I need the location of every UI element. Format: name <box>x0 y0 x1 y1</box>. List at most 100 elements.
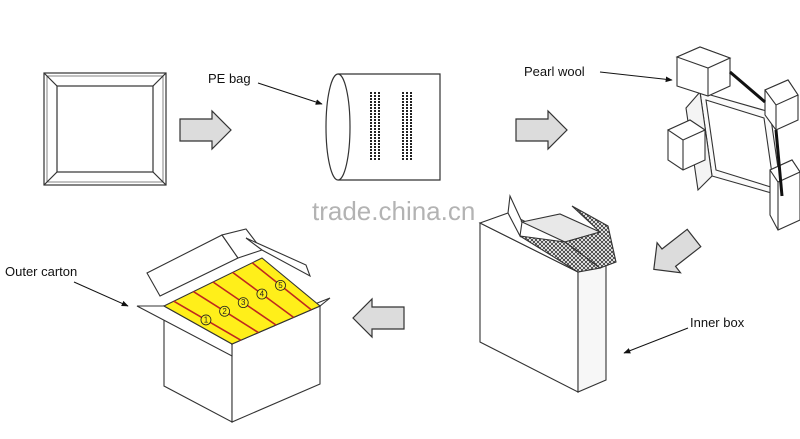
perforation-dot <box>370 101 372 103</box>
perforation-dot <box>378 149 380 151</box>
perforation-dot <box>402 143 404 145</box>
perforation-dot <box>402 119 404 121</box>
perforation-dot <box>370 110 372 112</box>
perforation-dot <box>406 131 408 133</box>
perforation-dot <box>378 95 380 97</box>
perforation-dot <box>378 119 380 121</box>
perforation-dot <box>370 152 372 154</box>
perforation-dot <box>374 104 376 106</box>
perforation-dot <box>378 107 380 109</box>
watermark: trade.china.cn <box>312 196 475 226</box>
perforation-dot <box>410 143 412 145</box>
perforation-dot <box>402 101 404 103</box>
layer-number: 1 <box>204 315 209 324</box>
perforation-dot <box>378 92 380 94</box>
perforation-dot <box>406 101 408 103</box>
perforation-dot <box>402 125 404 127</box>
perforation-dot <box>374 110 376 112</box>
perforation-dot <box>374 101 376 103</box>
perforation-dot <box>370 104 372 106</box>
pe-bag-pointer <box>257 82 323 105</box>
perforation-dot <box>406 125 408 127</box>
pearl-wool-pointer <box>599 71 673 83</box>
layer-number-circle <box>275 279 286 291</box>
layer-number: 2 <box>222 307 227 316</box>
perforation-dot <box>406 104 408 106</box>
perforation-dot <box>406 92 408 94</box>
perforation-dot <box>370 155 372 157</box>
perforation-dot <box>410 92 412 94</box>
perforation-dot <box>410 131 412 133</box>
perforation-dot <box>406 146 408 148</box>
layer-number: 5 <box>278 281 283 290</box>
perforation-dot <box>370 122 372 124</box>
perforation-dot <box>410 119 412 121</box>
perforation-dot <box>406 110 408 112</box>
perforation-dot <box>406 122 408 124</box>
perforation-dot <box>406 119 408 121</box>
outer-carton-pointer <box>73 281 129 307</box>
perforation-dot <box>374 125 376 127</box>
perforation-dot <box>374 128 376 130</box>
perforation-dot <box>370 92 372 94</box>
perforation-dot <box>374 95 376 97</box>
perforation-dot <box>378 125 380 127</box>
perforation-dot <box>406 143 408 145</box>
perforation-dot <box>370 131 372 133</box>
perforation-dot <box>410 146 412 148</box>
perforation-dot <box>374 149 376 151</box>
perforation-dot <box>378 113 380 115</box>
perforation-dot <box>410 149 412 151</box>
perforation-dot <box>378 158 380 160</box>
perforation-dot <box>378 134 380 136</box>
perforation-dot <box>410 128 412 130</box>
layer-number-circle <box>256 288 268 300</box>
perforation-rows <box>370 92 412 160</box>
perforation-dot <box>370 137 372 139</box>
perforation-dot <box>410 125 412 127</box>
outer-carton-icon <box>136 228 331 423</box>
step-arrow-2 <box>515 109 568 151</box>
pe-bag-label: PE bag <box>208 71 251 86</box>
perforation-dot <box>410 101 412 103</box>
perforation-dot <box>410 152 412 154</box>
perforation-dot <box>410 134 412 136</box>
perforation-dot <box>378 140 380 142</box>
outer-carton-label: Outer carton <box>5 264 77 279</box>
perforation-dot <box>402 104 404 106</box>
perforation-dot <box>406 152 408 154</box>
perforation-dot <box>402 134 404 136</box>
perforation-dot <box>370 128 372 130</box>
perforation-dot <box>402 158 404 160</box>
perforation-dot <box>402 128 404 130</box>
perforation-dot <box>406 113 408 115</box>
inner-box-pointer <box>623 327 689 354</box>
perforation-dot <box>374 134 376 136</box>
perforation-dot <box>402 92 404 94</box>
perforation-dot <box>410 158 412 160</box>
perforation-dot <box>406 137 408 139</box>
perforation-dot <box>410 155 412 157</box>
perforation-dot <box>370 125 372 127</box>
perforation-dot <box>402 110 404 112</box>
perforation-dot <box>374 119 376 121</box>
perforation-dot <box>374 155 376 157</box>
perforation-dot <box>402 149 404 151</box>
step-arrow-4 <box>352 297 405 339</box>
perforation-dot <box>410 140 412 142</box>
perforation-dot <box>374 131 376 133</box>
perforation-dot <box>410 113 412 115</box>
perforation-dot <box>378 128 380 130</box>
perforation-dot <box>378 122 380 124</box>
perforation-dot <box>370 158 372 160</box>
perforation-dot <box>402 122 404 124</box>
perforation-dot <box>406 95 408 97</box>
perforation-dot <box>374 137 376 139</box>
perforation-dot <box>378 98 380 100</box>
perforation-dot <box>410 98 412 100</box>
perforation-dot <box>374 107 376 109</box>
perforation-dot <box>402 152 404 154</box>
perforation-dot <box>374 140 376 142</box>
perforation-dot <box>402 116 404 118</box>
